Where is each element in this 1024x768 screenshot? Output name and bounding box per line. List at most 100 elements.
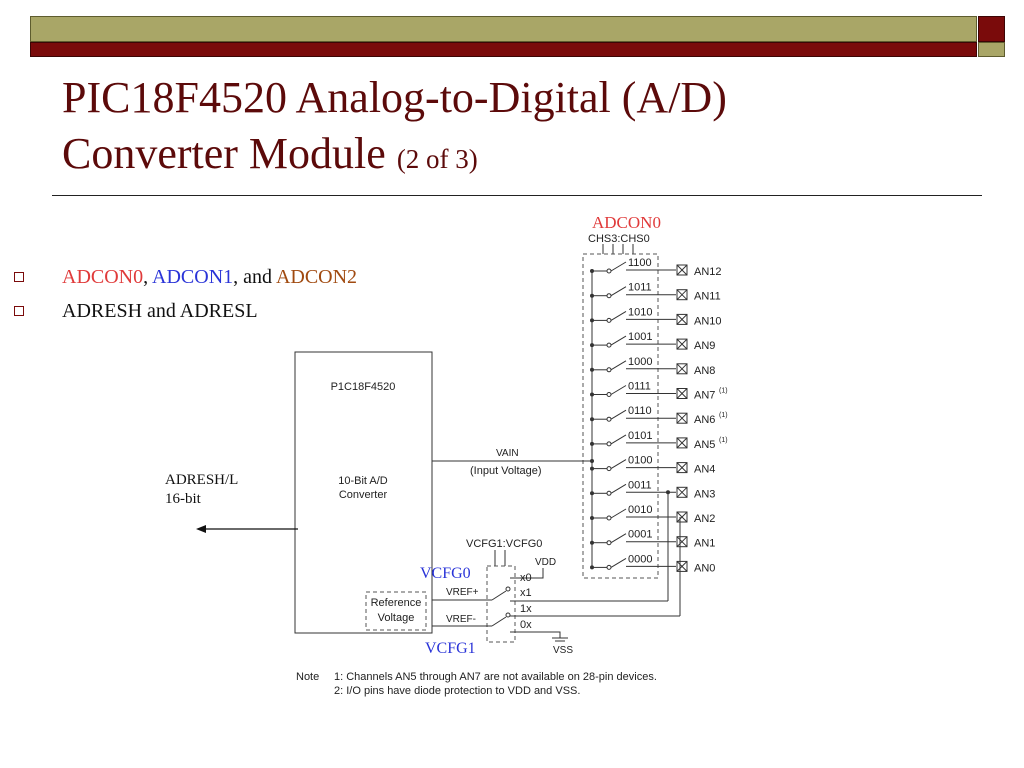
channel-junction xyxy=(590,491,594,496)
vain-sub-label: (Input Voltage) xyxy=(470,465,542,477)
title-line2: Converter Module xyxy=(62,129,397,178)
vcfg-code-0x: 0x xyxy=(520,619,532,631)
pin-icon-cross xyxy=(676,437,688,449)
pin-icon-cross xyxy=(676,462,688,473)
channel-code: 0000 xyxy=(628,553,652,565)
and-text: , and xyxy=(233,265,276,288)
channel-pin: AN10 xyxy=(694,315,722,327)
vain-label: VAIN xyxy=(496,448,519,459)
chs-ticks xyxy=(602,244,634,254)
vss-line xyxy=(510,631,561,638)
channel-code: 0011 xyxy=(628,479,652,491)
pin-icon-cross xyxy=(676,511,688,523)
header-olive-bar xyxy=(30,16,977,42)
channel-junction xyxy=(590,516,594,520)
pin-icon-cross xyxy=(676,363,688,375)
header-red-bar xyxy=(30,42,977,57)
channel-junction xyxy=(590,293,594,298)
channel-switch xyxy=(610,459,627,470)
channel-code: 1001 xyxy=(628,331,652,343)
channel-switch xyxy=(610,557,627,568)
channel-junction xyxy=(590,441,594,446)
switch-node xyxy=(606,392,612,397)
channel-switch xyxy=(610,533,627,544)
channel-pin: AN1 xyxy=(694,538,715,550)
square-bullet-icon xyxy=(14,272,24,282)
channel-pin: AN0 xyxy=(694,562,715,574)
pin-icon-cross xyxy=(676,412,688,424)
channel-pin: AN2 xyxy=(694,513,715,525)
chip-label: P1C18F4520 xyxy=(331,381,396,393)
pin-icon-cross xyxy=(676,264,688,276)
channel-note: (1) xyxy=(719,437,728,444)
title-rule xyxy=(52,195,982,196)
bullet-item-adres: ADRESH and ADRESL xyxy=(14,294,357,328)
channel-junction xyxy=(590,417,594,422)
channel-pin: AN11 xyxy=(694,291,721,303)
vref-minus-label: VREF- xyxy=(446,614,476,625)
vcfg-code-1x: 1x xyxy=(520,603,532,615)
channel-code: 1010 xyxy=(628,306,652,318)
channel-switch xyxy=(610,409,627,420)
ref-label-1: Reference xyxy=(371,597,422,609)
header-corner-red xyxy=(978,16,1005,42)
channel-switch xyxy=(610,335,627,346)
vref-plus-node xyxy=(505,586,511,592)
pin-icon-cross xyxy=(676,314,688,325)
adcon2-text: ADCON2 xyxy=(275,265,358,288)
pin-icon-cross xyxy=(676,561,688,572)
pin-icon-cross xyxy=(676,289,688,301)
vcfg1-label: VCFG1 xyxy=(425,640,476,657)
pin-icon-cross xyxy=(676,486,688,498)
channel-pin: AN3 xyxy=(694,488,715,500)
vref-minus-node xyxy=(505,612,511,618)
channel-switch xyxy=(610,508,627,519)
channel-code: 1011 xyxy=(628,282,652,294)
channel-pin: AN6 xyxy=(694,414,715,426)
bullet-text: ADCON0, ADCON1, and ADCON2 xyxy=(62,266,357,289)
switch-node xyxy=(606,540,612,546)
channel-code: 0101 xyxy=(628,430,652,442)
vcfg-mux-box xyxy=(486,565,516,643)
vcfg-ticks xyxy=(494,550,506,566)
mux-box xyxy=(582,253,659,579)
channel-switch xyxy=(610,310,627,321)
bullet-text: ADRESH and ADRESL xyxy=(62,299,258,322)
channel-junction xyxy=(590,367,594,372)
switch-node xyxy=(606,441,612,447)
adres-arrow-head xyxy=(196,525,206,533)
channel-code: 0111 xyxy=(628,381,651,393)
slide-title: PIC18F4520 Analog-to-Digital (A/D) Conve… xyxy=(62,70,727,187)
adcon0-label: ADCON0 xyxy=(592,213,661,232)
note-1: 1: Channels AN5 through AN7 are not avai… xyxy=(334,671,657,683)
channel-code: 1000 xyxy=(628,356,652,368)
switch-node xyxy=(606,268,612,274)
switch-node xyxy=(606,367,612,373)
vcfg0-label: VCFG0 xyxy=(420,565,471,582)
switch-node xyxy=(606,490,612,496)
pin-icon-cross xyxy=(676,338,688,350)
channel-note: (1) xyxy=(719,412,728,419)
channel-pin: AN4 xyxy=(694,464,715,476)
channel-junction xyxy=(590,466,594,471)
ref-label-2: Voltage xyxy=(378,612,415,624)
vref-plus-switch xyxy=(491,590,507,601)
channel-code: 0100 xyxy=(628,455,652,467)
chip-outline xyxy=(294,351,433,634)
channel-junction xyxy=(590,269,594,273)
switch-node xyxy=(606,515,612,521)
adres-label-2: 16-bit xyxy=(165,491,202,507)
channel-pin: AN12 xyxy=(694,266,722,278)
switch-node xyxy=(606,416,612,422)
channel-junction xyxy=(590,343,594,348)
bullet-list: ADCON0, ADCON1, and ADCON2 ADRESH and AD… xyxy=(14,260,357,328)
channel-pin: AN9 xyxy=(694,340,715,352)
title-sub: (2 of 3) xyxy=(396,144,478,174)
channel-note: (1) xyxy=(719,388,728,395)
channel-code: 0110 xyxy=(628,405,652,417)
square-bullet-icon xyxy=(14,306,24,316)
sep-text: , xyxy=(143,265,153,288)
an3-junction xyxy=(666,490,670,495)
vdd-label: VDD xyxy=(535,557,556,568)
